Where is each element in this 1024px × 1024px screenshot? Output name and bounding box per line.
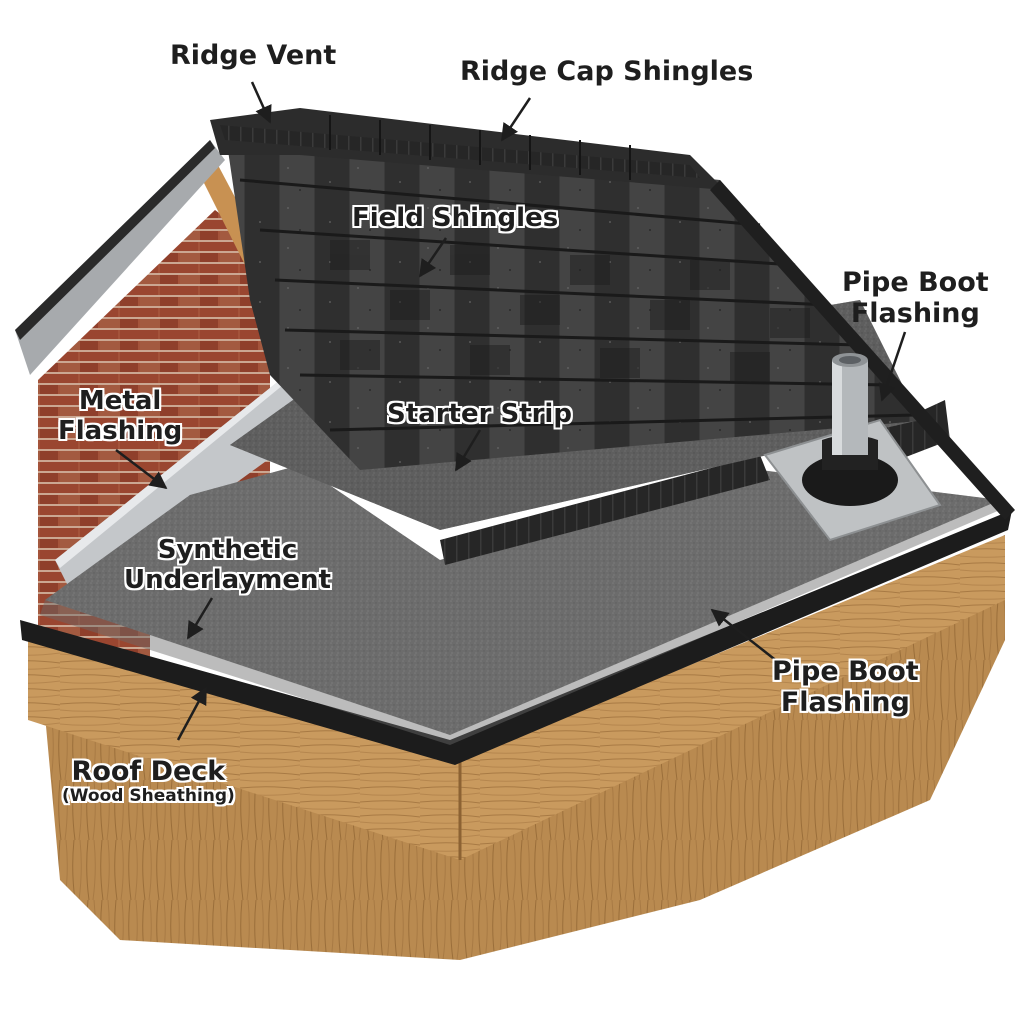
drip-edge [20,510,1012,765]
synthetic-line2: Underlayment [124,564,331,595]
ridge-vent-text: Ridge Vent [170,40,337,71]
label-roof-deck: Roof Deck (Wood Sheathing) [62,756,235,807]
roof-deck-line1: Roof Deck [71,756,226,787]
shingle-courses [239,178,916,432]
pipe-boot-bottom-line1: Pipe Boot [772,656,919,687]
right-rake [710,180,1015,520]
label-pipe-boot-bottom: Pipe Boot Flashing [772,656,919,718]
field-shingles-text: Field Shingles [352,203,559,233]
rake-shingle-edge [15,140,215,340]
label-pipe-boot-top: Pipe Boot Flashing [842,267,989,329]
field-shingles [225,130,930,470]
roof-deck-side [460,535,1005,860]
pipe-boot-top-line1: Pipe Boot [842,267,989,298]
ribbed-strip [440,455,770,565]
starter-strip-text: Starter Strip [387,399,572,429]
label-ridge-vent: Ridge Vent [170,40,336,71]
pipe-boot-top-line2: Flashing [850,298,980,330]
label-starter-strip: Starter Strip [387,399,572,430]
rake-metal [15,140,225,375]
synthetic-line1: Synthetic [157,535,298,565]
label-synthetic-underlayment: Synthetic Underlayment [124,535,331,596]
label-ridge-cap-shingles: Ridge Cap Shingles [460,56,753,87]
metal-flashing-line2: Flashing [58,415,183,446]
metal-flashing [55,380,295,600]
ridge-cap-text: Ridge Cap Shingles [460,56,754,87]
roof-deck-line2: (Wood Sheathing) [62,786,235,807]
label-field-shingles: Field Shingles [352,203,559,234]
leader-lines [115,81,907,741]
metal-flashing-line1: Metal [78,386,162,416]
synthetic-underlayment [45,465,1000,735]
metal-flashing-highlight [55,380,283,568]
roof-deck-front [28,640,460,860]
label-metal-flashing: Metal Flashing [58,386,183,447]
pipe-boot-bottom-line2: Flashing [780,687,910,719]
